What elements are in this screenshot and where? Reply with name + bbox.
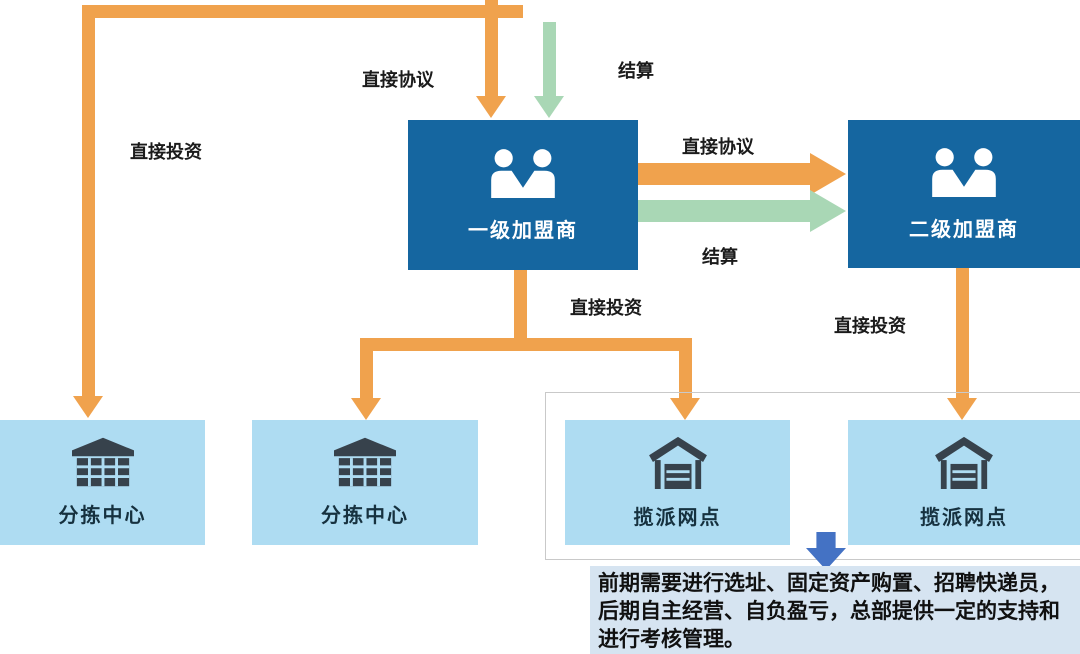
node-label-sorting-center-1: 分拣中心 [58, 505, 147, 527]
arrowhead-level2-down [947, 398, 977, 420]
arrow-segment-level2-down [956, 268, 969, 400]
arrow-segment-agreement-right [638, 163, 812, 185]
arrow-segment-settlement-right [638, 200, 812, 222]
arrow-segment-branch-left [360, 338, 373, 400]
garage-icon [935, 436, 993, 489]
outlets-group-frame [545, 392, 1080, 560]
node-label-outlet-2: 揽派网点 [920, 507, 1008, 529]
partners-icon [491, 148, 555, 198]
arrowhead-branch-left [351, 398, 381, 420]
node-outlet-1: 揽派网点 [565, 420, 790, 545]
node-sorting-center-2: 分拣中心 [252, 420, 478, 545]
edge-label-settlement-down: 结算 [618, 61, 654, 81]
arrow-segment-settlement-down [543, 22, 556, 97]
node-level2-franchisee: 二级加盟商 [848, 120, 1080, 268]
arrowhead-settlement-down [534, 96, 564, 118]
arrow-segment-left-vertical [82, 5, 95, 396]
node-label-outlet-1: 揽派网点 [633, 507, 722, 529]
partners-icon [932, 147, 996, 197]
node-label-level1-franchisee: 一级加盟商 [468, 219, 578, 242]
node-sorting-center-1: 分拣中心 [0, 420, 205, 545]
arrow-segment-agreement-down [485, 0, 498, 97]
arrowhead-agreement-down [476, 96, 506, 118]
arrow-segment-branch-right [679, 338, 692, 400]
garage-icon [648, 436, 707, 489]
edge-label-settlement-right: 结算 [702, 247, 738, 267]
edge-label-direct-investment-level1: 直接投资 [570, 298, 642, 318]
warehouse-icon [71, 437, 134, 487]
edge-label-direct-agreement-down: 直接协议 [362, 70, 434, 90]
node-level1-franchisee: 一级加盟商 [408, 120, 638, 270]
arrowhead-agreement-right [810, 153, 846, 195]
warehouse-icon [334, 437, 396, 487]
outlet-note: 前期需要进行选址、固定资产购置、招聘快递员，后期自主经营、自负盈亏，总部提供一定… [590, 566, 1080, 654]
arrowhead-branch-right [670, 398, 700, 420]
node-outlet-2: 揽派网点 [848, 420, 1080, 545]
edge-label-direct-investment-level2: 直接投资 [834, 316, 906, 336]
edge-label-direct-agreement-right: 直接协议 [682, 137, 754, 157]
arrowhead-settlement-right [810, 190, 846, 232]
node-label-sorting-center-2: 分拣中心 [321, 505, 409, 527]
node-label-level2-franchisee: 二级加盟商 [909, 218, 1019, 241]
arrow-segment-top-horizontal [82, 5, 523, 18]
edge-label-direct-investment-left: 直接投资 [130, 142, 202, 162]
arrow-segment-level1-down [514, 270, 527, 351]
arrowhead-direct-investment-left [73, 396, 103, 418]
arrow-segment-level1-branch-horizontal [360, 338, 692, 351]
